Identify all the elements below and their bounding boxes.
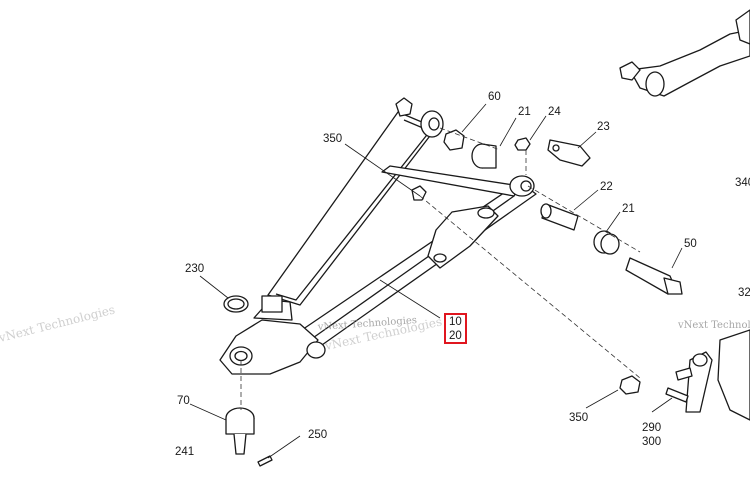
a-arm <box>219 97 537 375</box>
callout-20: 20 <box>449 330 462 342</box>
callout-350-lower: 350 <box>569 412 588 424</box>
callouts: 60 21 24 23 350 22 21 50 230 10 20 70 25… <box>175 91 750 458</box>
callout-32-partial: 32 <box>738 287 750 299</box>
watermark-left: vNext Technologies <box>0 302 116 345</box>
callout-22: 22 <box>600 181 613 193</box>
callout-highlight-box <box>444 313 467 344</box>
watermarks: vNext Technologies vNext Technologies vN… <box>0 302 750 353</box>
callout-60: 60 <box>488 91 501 103</box>
adjacent-knuckle-partial <box>717 329 750 421</box>
callout-10: 10 <box>449 316 462 328</box>
callout-340-partial: 340 <box>735 177 750 189</box>
callout-21-upper: 21 <box>518 106 531 118</box>
callout-241: 241 <box>175 446 194 458</box>
callout-70: 70 <box>177 395 190 407</box>
callout-290: 290 <box>642 422 661 434</box>
leader-lines <box>189 103 683 459</box>
assembly-lines <box>240 127 641 410</box>
watermark-right: vNext Technologies <box>677 320 750 331</box>
callout-21-lower: 21 <box>622 203 635 215</box>
callout-24: 24 <box>548 106 561 118</box>
adjacent-arm-partial <box>619 9 750 97</box>
callout-300: 300 <box>642 436 661 448</box>
callout-50: 50 <box>684 238 697 250</box>
callout-350-upper: 350 <box>323 133 342 145</box>
callout-230: 230 <box>185 263 204 275</box>
callout-250: 250 <box>308 429 327 441</box>
callout-23: 23 <box>597 121 610 133</box>
